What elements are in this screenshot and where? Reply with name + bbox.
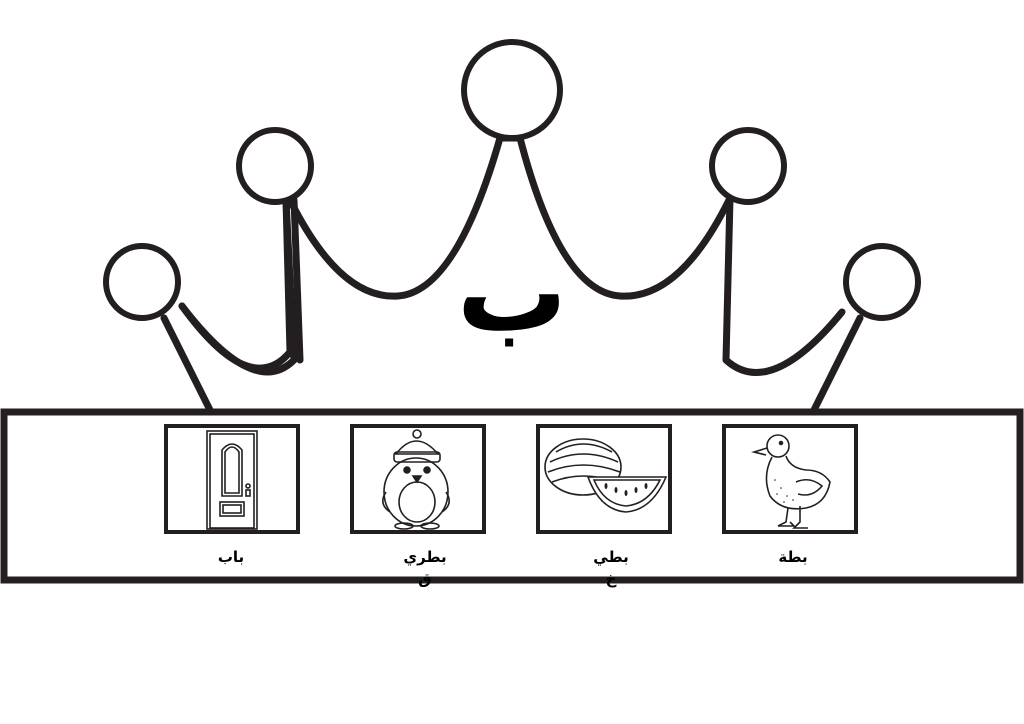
word-label-penguin: بطري ق bbox=[370, 546, 480, 590]
crown-jewel-far-right bbox=[843, 243, 921, 321]
crown-spike-right bbox=[516, 134, 734, 300]
door-icon bbox=[206, 430, 258, 530]
word-line-1: بطري bbox=[403, 548, 447, 566]
word-line-1: باب bbox=[217, 548, 245, 566]
featured-letter: ب bbox=[456, 228, 568, 356]
crown-jewel-right bbox=[709, 127, 787, 205]
duck-icon bbox=[751, 434, 831, 529]
penguin-icon bbox=[382, 429, 450, 530]
crown-spike-far-right bbox=[810, 314, 864, 414]
crown-band bbox=[0, 408, 1024, 584]
crown-spike-left bbox=[286, 134, 504, 300]
word-label-watermelon: بطي خ bbox=[556, 546, 666, 590]
word-label-duck: بطة bbox=[738, 546, 848, 568]
word-line-1: بطي bbox=[593, 548, 629, 566]
card-frame-door bbox=[164, 424, 300, 534]
crown-jewel-left bbox=[236, 127, 314, 205]
crown-jewel-center bbox=[461, 39, 563, 141]
word-line-2: ق bbox=[418, 570, 432, 588]
watermelon-icon bbox=[544, 438, 668, 513]
word-line-1: بطة bbox=[778, 548, 808, 566]
word-line-2: خ bbox=[605, 570, 617, 588]
card-frame-duck bbox=[722, 424, 858, 534]
crown-jewel-far-left bbox=[103, 243, 181, 321]
word-label-door: باب bbox=[176, 546, 286, 568]
